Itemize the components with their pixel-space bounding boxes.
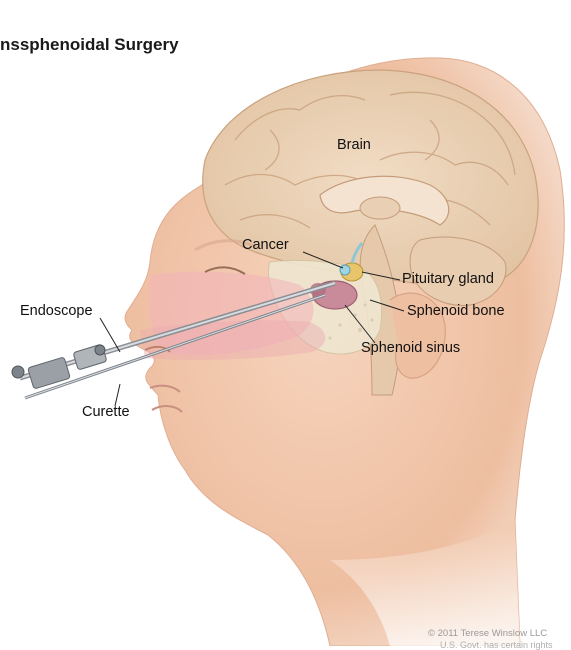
copyright-credit: © 2011 Terese Winslow LLC (428, 628, 547, 639)
label-endoscope: Endoscope (20, 303, 93, 319)
label-cancer: Cancer (242, 237, 289, 253)
copyright-rights: U.S. Govt. has certain rights (440, 640, 553, 650)
label-brain: Brain (337, 137, 371, 153)
label-sphenoid-sinus: Sphenoid sinus (361, 340, 460, 356)
label-curette: Curette (82, 404, 130, 420)
label-pituitary-gland: Pituitary gland (402, 271, 494, 287)
thalamus (360, 197, 400, 219)
label-sphenoid-bone: Sphenoid bone (407, 303, 505, 319)
page-title: nssphenoidal Surgery (0, 35, 179, 55)
cancer-tumor (340, 265, 350, 275)
